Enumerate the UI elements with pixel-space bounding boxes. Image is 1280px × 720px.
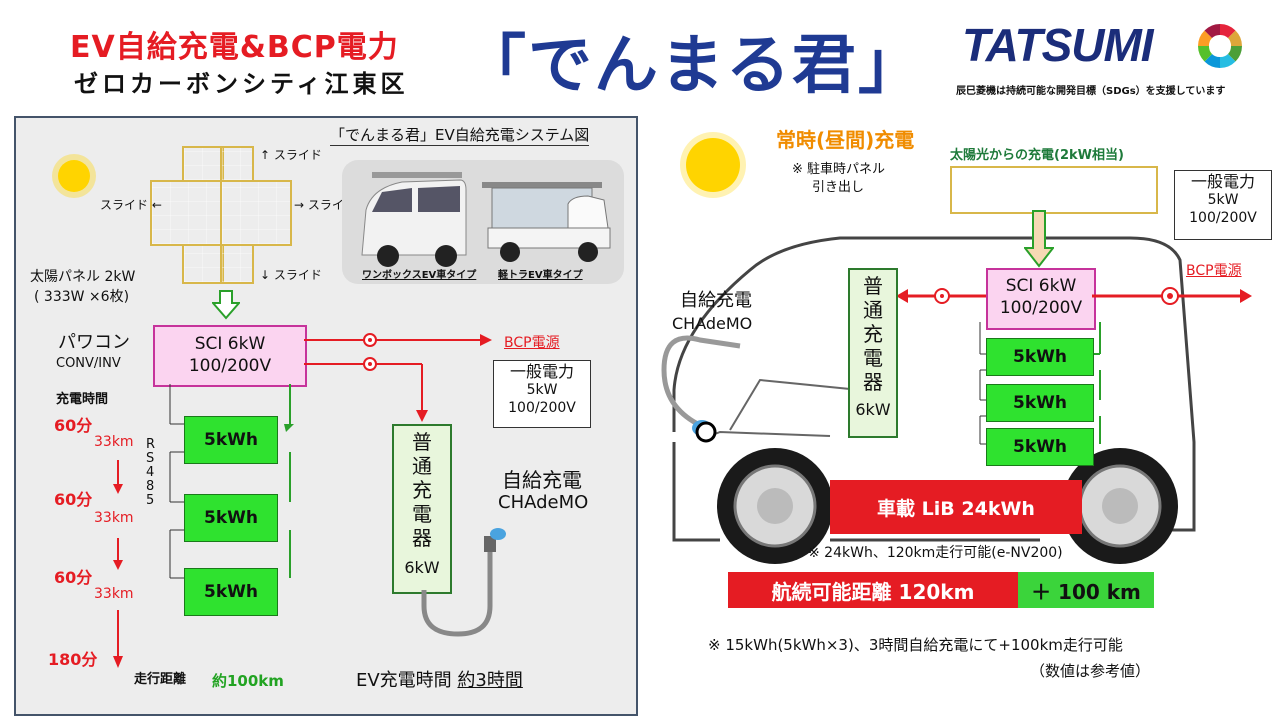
self-charge-label: 自給充電 (502, 468, 582, 492)
ev-charge-time: EV充電時間 約3時間 (356, 670, 523, 691)
chademo-label: CHAdeMO (498, 492, 589, 513)
km-3: 33km (94, 586, 134, 602)
time-3: 60分 (54, 568, 93, 587)
tatsumi-logo: TATSUMI (962, 19, 1154, 71)
solar-panel (220, 244, 254, 284)
pcs-label: パワコン (58, 332, 130, 353)
charge-cable (421, 528, 506, 637)
sun-icon (58, 160, 90, 192)
slide-label-up: ↑ スライド (260, 148, 322, 162)
system-title: 「でんまる君」EV自給充電システム図 (330, 126, 590, 146)
pcs-sub: CONV/INV (56, 356, 121, 371)
battery-connections (169, 384, 294, 579)
photo-caption-van: ワンボックスEV車タイプ (362, 270, 477, 281)
battery-module: 5kWh (986, 338, 1094, 376)
down-arrow-icon (210, 290, 242, 324)
sci-converter-box: SCI 6kW 100/200V (153, 325, 307, 387)
general-power-box: 一般電力 5kW 100/200V (1174, 170, 1272, 240)
solar-charge-label: 太陽光からの充電(2kW相当) (950, 148, 1124, 163)
parking-note-2: 引き出し (812, 180, 865, 195)
solar-panel (220, 180, 292, 246)
ev-truck-icon (482, 182, 611, 262)
time-1: 60分 (54, 416, 93, 435)
solar-panel-array (950, 166, 1158, 214)
sdgs-wheel-icon (1196, 22, 1244, 70)
photo-caption-truck: 軽トラEV車タイプ (498, 270, 583, 281)
vehicle-photo-area (342, 160, 624, 284)
km-1: 33km (94, 434, 134, 450)
time-2: 60分 (54, 490, 93, 509)
solar-panel (182, 146, 224, 182)
solar-panel (182, 244, 224, 284)
solar-panel (220, 146, 254, 182)
footnote-2: （数値は参考値） (1030, 662, 1151, 680)
chademo-label: CHAdeMO (672, 314, 753, 333)
panel-label: 太陽パネル 2kW (30, 269, 136, 285)
range-value: 約100km (212, 672, 284, 690)
range-red-bar: 航続可能距離 120km (728, 572, 1018, 608)
battery-module: 5kWh (184, 416, 278, 464)
subtitle-red: EV自給充電&BCP電力 (70, 30, 399, 65)
sun-icon (686, 138, 740, 192)
day-charge-label: 常時(昼間)充電 (776, 128, 915, 152)
rs485-label: RS485 (146, 437, 156, 508)
onboard-battery-box: 車載 LiB 24kWh (830, 480, 1082, 534)
battery-module: 5kWh (184, 568, 278, 616)
range-green-bar: ＋ 100 km (1018, 572, 1154, 608)
ev-van-icon (361, 172, 467, 267)
subtitle-black: ゼロカーボンシティ江東区 (74, 70, 409, 98)
main-title: 「でんまる君」 (462, 29, 924, 103)
ev-car-outline (661, 236, 1196, 564)
battery-module: 5kWh (986, 384, 1094, 422)
onboard-battery-note: ※ 24kWh、120km走行可能(e-NV200) (808, 545, 1063, 561)
parking-note: ※ 駐車時パネル (792, 162, 886, 177)
solar-panel (150, 180, 222, 246)
bcp-power-label: BCP電源 (1186, 263, 1242, 279)
time-4: 180分 (48, 650, 98, 669)
footnote-1: ※ 15kWh(5kWh×3)、3時間自給充電にて+100km走行可能 (708, 636, 1123, 654)
time-arrows (113, 460, 123, 668)
sdgs-note: 辰巳菱機は持続可能な開発目標（SDGs）を支援しています (956, 86, 1226, 97)
output-lines (304, 333, 492, 422)
km-2: 33km (94, 510, 134, 526)
battery-module: 5kWh (986, 428, 1094, 466)
normal-charger-box: 普 通 充 電 器 6kW (848, 268, 898, 438)
down-arrow-icon (1022, 210, 1056, 272)
self-charge-label: 自給充電 (680, 290, 752, 311)
charge-time-label: 充電時間 (56, 392, 109, 407)
battery-module: 5kWh (184, 494, 278, 542)
slide-label-left: スライド ← (100, 198, 162, 212)
slide-label-down: ↓ スライド (260, 268, 322, 282)
normal-charger-box: 普 通 充 電 器 6kW (392, 424, 452, 594)
bcp-output-lines (896, 287, 1252, 305)
panel-spec: ( 333W ×6枚) (34, 289, 130, 305)
range-label: 走行距離 (134, 672, 187, 687)
sci-converter-box: SCI 6kW 100/200V (986, 268, 1096, 330)
general-power-box: 一般電力 5kW 100/200V (493, 360, 591, 428)
bcp-power-label: BCP電源 (504, 335, 560, 351)
